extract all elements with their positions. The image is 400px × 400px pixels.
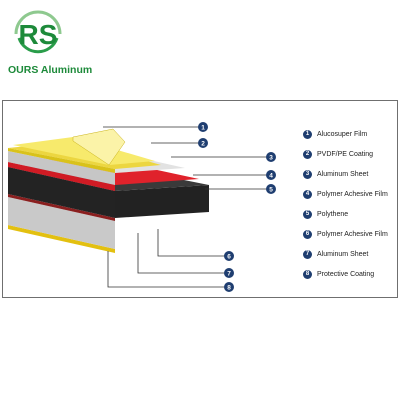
company-logo: RS OURS Aluminum	[4, 4, 92, 76]
legend-item: 3 Aluminum Sheet	[303, 164, 395, 184]
adhesive-film-top-front	[8, 162, 115, 191]
polythene-core-right	[115, 185, 209, 218]
callout-number: 6	[227, 253, 231, 260]
legend-label: Alucosuper Film	[317, 130, 368, 138]
peeled-film-corner	[72, 128, 126, 166]
panel-layers-diagram: 1 2 3 4 5 6 7 8	[8, 122, 276, 292]
legend-label: Polymer Achesive Film	[317, 230, 388, 238]
callout-number: 5	[269, 186, 273, 193]
legend-item: 5 Polythene	[303, 204, 395, 224]
legend-label: Aluminum Sheet	[317, 170, 369, 178]
adhesive-film-bottom-layer	[8, 194, 115, 221]
leader-line-6	[157, 229, 225, 257]
aluminum-sheet-top-front	[8, 151, 115, 185]
legend-item: 4 Polymer Achesive Film	[303, 184, 395, 204]
leader-lines	[103, 126, 267, 288]
legend-number: 3	[303, 169, 312, 179]
legend-number: 4	[303, 189, 312, 199]
callout-number: 1	[201, 124, 205, 131]
callout-number: 4	[269, 172, 273, 179]
legend-label: Polythene	[317, 210, 349, 218]
leader-line-8	[107, 251, 225, 288]
legend-number: 2	[303, 149, 312, 159]
callout-marker-4: 4	[266, 170, 276, 180]
aluminum-sheet-bottom-layer	[8, 197, 115, 249]
legend-label: Aluminum Sheet	[317, 250, 369, 258]
legend-number: 6	[303, 229, 312, 239]
protective-coating-layer	[8, 225, 115, 253]
callout-number: 7	[227, 270, 231, 277]
diagram-panel: 1 2 3 4 5 6 7 8	[2, 100, 398, 298]
callout-number: 2	[201, 140, 205, 147]
legend-item: 6 Polymer Achesive Film	[303, 224, 395, 244]
callout-marker-7: 7	[224, 268, 234, 278]
pvdf-coating-front	[8, 148, 115, 173]
legend-number: 1	[303, 129, 312, 139]
callout-marker-6: 6	[224, 251, 234, 261]
alucosuper-film-layer	[13, 137, 155, 165]
legend-number: 7	[303, 249, 312, 259]
legend-label: Polymer Achesive Film	[317, 190, 388, 198]
legend-item: 1 Alucosuper Film	[303, 124, 395, 144]
callout-marker-5: 5	[266, 184, 276, 194]
legend-item: 8 Protective Coating	[303, 264, 395, 284]
legend-number: 8	[303, 269, 312, 279]
legend-label: Protective Coating	[317, 270, 375, 278]
legend-label: PVDF/PE Coating	[317, 150, 374, 158]
callout-marker-2: 2	[198, 138, 208, 148]
layer-legend: 1 Alucosuper Film 2 PVDF/PE Coating 3 Al…	[303, 124, 395, 284]
logo-letters: RS	[19, 19, 58, 50]
polythene-core-front	[8, 167, 115, 218]
logo-mark-icon: RS	[14, 10, 62, 54]
brand-name: OURS Aluminum	[8, 64, 93, 76]
callout-number: 8	[227, 284, 231, 291]
leader-line-7	[137, 233, 225, 274]
callout-marker-3: 3	[266, 152, 276, 162]
callout-marker-1: 1	[198, 122, 208, 132]
callout-marker-8: 8	[224, 282, 234, 292]
legend-item: 2 PVDF/PE Coating	[303, 144, 395, 164]
legend-item: 7 Aluminum Sheet	[303, 244, 395, 264]
legend-number: 5	[303, 209, 312, 219]
callout-number: 3	[269, 154, 273, 161]
